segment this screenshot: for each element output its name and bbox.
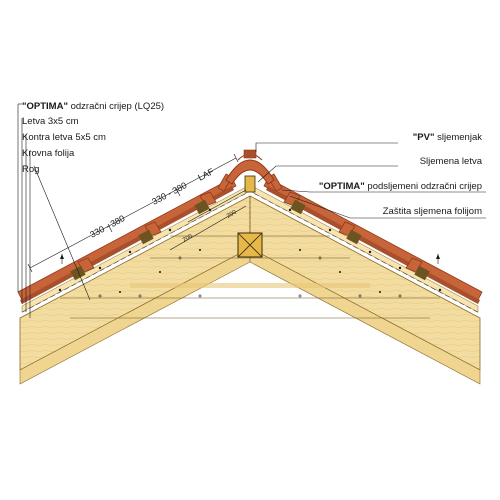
- rafter-structure: [19, 195, 481, 385]
- right-leaders: [255, 142, 486, 219]
- ridge-tile: [225, 149, 275, 193]
- ventilation-arrows: [60, 254, 440, 264]
- label-kontra-letva: Kontra letva 5x5 cm: [22, 132, 106, 143]
- dimension-label-small-2: 200: [226, 209, 238, 220]
- dimension-label-2: 330 - 380: [150, 180, 188, 207]
- battens: [70, 199, 430, 281]
- label-optima: "OPTIMA" odzračni crijep (LQ25): [22, 101, 164, 112]
- label-rog: Rog: [22, 164, 39, 175]
- label-zastita: Zaštita sljemena folijom: [383, 206, 482, 217]
- cross-marks: [98, 256, 402, 298]
- collar-region: [130, 283, 370, 288]
- dimension-lines: [27, 153, 247, 273]
- label-krovna-folija: Krovna folija: [22, 148, 75, 159]
- left-leaders: [17, 103, 91, 318]
- dimension-label-3: LAF: [196, 166, 216, 183]
- label-sljemena-letva: Sljemena letva: [420, 156, 483, 167]
- ridge-beam: [237, 232, 263, 258]
- label-optima-podsljemeni: "OPTIMA" podsljemeni odzračni crijep: [319, 181, 482, 192]
- fastener-marks: [58, 208, 442, 293]
- label-letva: Letva 3x5 cm: [22, 116, 79, 127]
- label-pv-sljemenjak: "PV" sljemenjak: [413, 132, 482, 143]
- dimension-label-1: 330 - 380: [88, 213, 126, 240]
- dimension-label-small-1: 200: [182, 233, 194, 244]
